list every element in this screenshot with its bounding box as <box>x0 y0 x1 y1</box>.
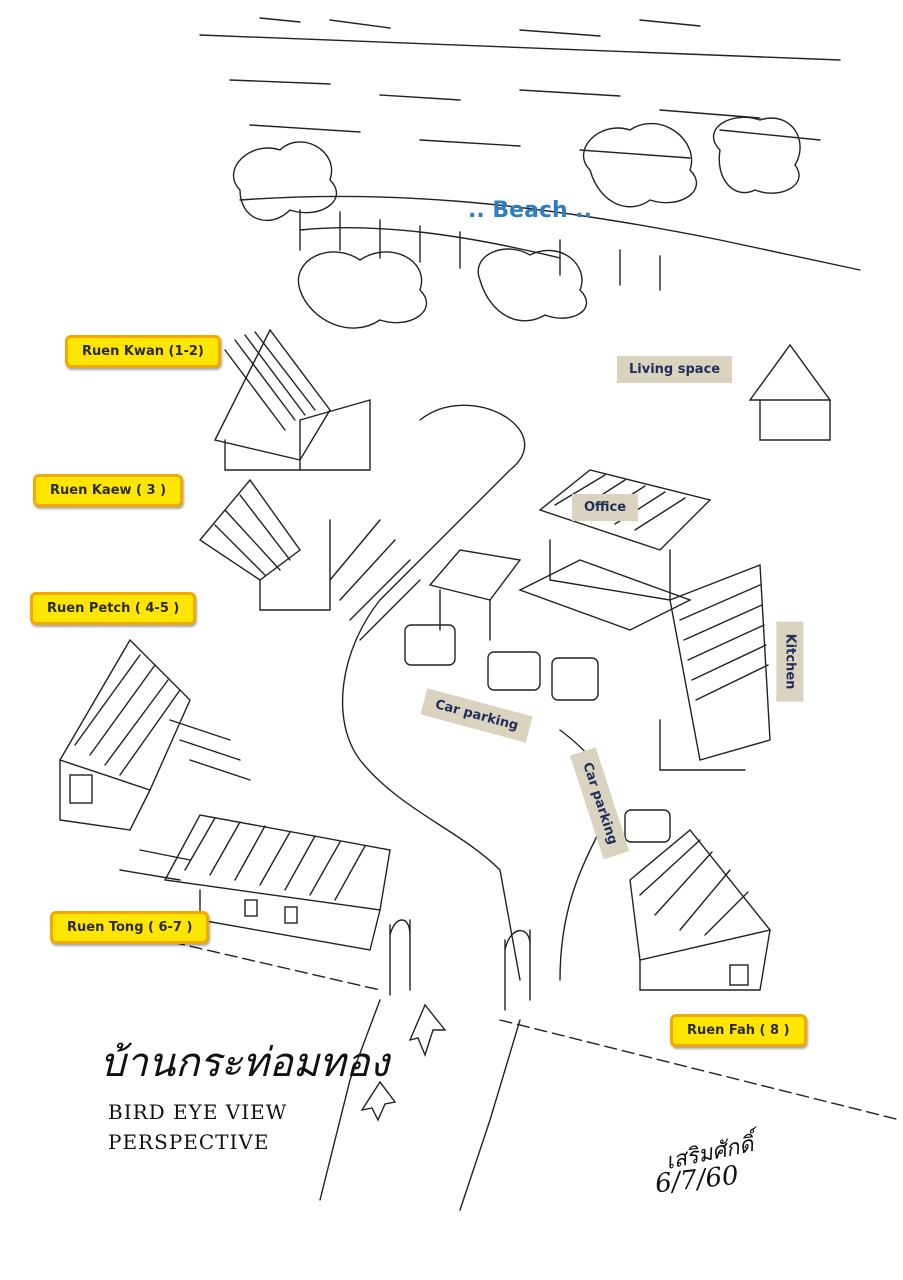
perspective-text: PERSPECTIVE <box>108 1130 270 1154</box>
thai-title-handwriting: บ้านกระท่อมทอง <box>100 1040 390 1086</box>
ruen-kwan-label: Ruen Kwan (1-2) <box>65 335 221 368</box>
ruen-petch-label: Ruen Petch ( 4-5 ) <box>30 592 197 625</box>
beach-label: .. Beach .. <box>468 198 592 223</box>
living-space-label: Living space <box>617 356 733 383</box>
ruen-fah-label: Ruen Fah ( 8 ) <box>670 1014 807 1047</box>
ruen-kaew-label: Ruen Kaew ( 3 ) <box>33 474 184 507</box>
kitchen-label: Kitchen <box>776 621 804 702</box>
office-label: Office <box>572 494 639 521</box>
ruen-tong-label: Ruen Tong ( 6-7 ) <box>50 911 210 944</box>
bird-eye-view-text: BIRD EYE VIEW <box>108 1100 288 1124</box>
